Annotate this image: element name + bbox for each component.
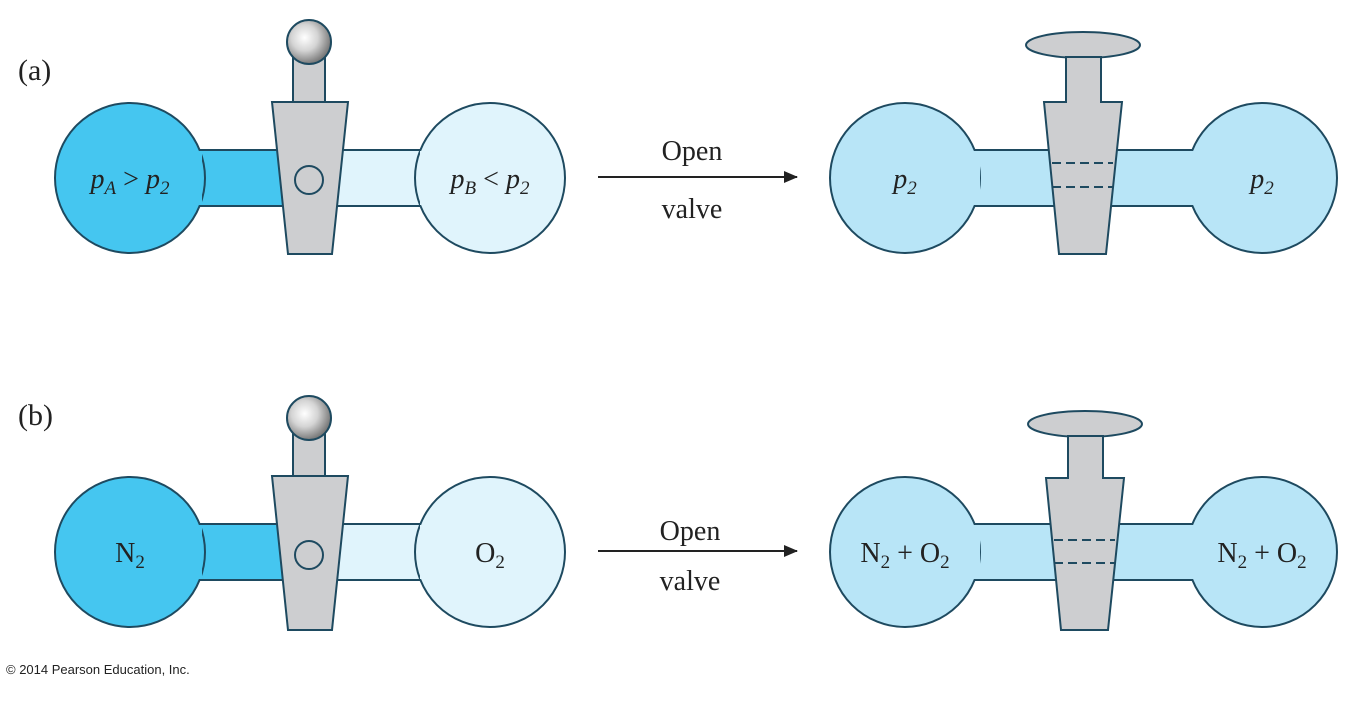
valve-open-icon	[1027, 410, 1143, 631]
right-bulb-open-b-label: N2 + O2	[1217, 538, 1306, 573]
valve-open-icon	[1025, 31, 1141, 255]
panel-a-label: (a)	[18, 54, 51, 87]
right-bulb-b-label: O2	[475, 538, 505, 573]
arrow-b-line2: valve	[660, 566, 721, 597]
open-apparatus-a: p2 p2	[829, 31, 1338, 255]
open-apparatus-b: N2 + O2 N2 + O2	[829, 410, 1338, 631]
left-bulb-b-label: N2	[115, 538, 145, 573]
closed-apparatus-b: N2 O2	[54, 395, 566, 631]
right-bulb-b	[414, 476, 566, 628]
panel-b: (b) N2 O2 Open valve	[18, 395, 1338, 631]
left-bulb-open-a-label: p2	[891, 164, 917, 199]
right-bulb-a-label: pB < p2	[449, 164, 530, 199]
valve-closed-icon	[270, 19, 350, 255]
arrow-b: Open valve	[598, 516, 798, 597]
panel-b-label: (b)	[18, 399, 53, 432]
valve-closed-icon	[270, 395, 350, 631]
arrow-a-line2: valve	[662, 194, 723, 225]
left-tube-b	[189, 523, 291, 581]
closed-apparatus-a: pA > p2 pB < p2	[54, 19, 566, 255]
left-bulb-b	[54, 476, 206, 628]
right-bulb-a	[414, 102, 566, 254]
left-bulb-open-b-label: N2 + O2	[860, 538, 949, 573]
right-bulb-open-a-label: p2	[1248, 164, 1274, 199]
arrow-a: Open valve	[598, 136, 798, 225]
copyright-notice: © 2014 Pearson Education, Inc.	[6, 662, 190, 677]
panel-a: (a) pA > p2 pB < p2 Open valve	[18, 19, 1338, 255]
arrow-a-line1: Open	[662, 136, 723, 167]
arrow-b-line1: Open	[660, 516, 721, 547]
left-bulb-a	[54, 102, 206, 254]
left-bulb-a-label: pA > p2	[89, 164, 170, 199]
